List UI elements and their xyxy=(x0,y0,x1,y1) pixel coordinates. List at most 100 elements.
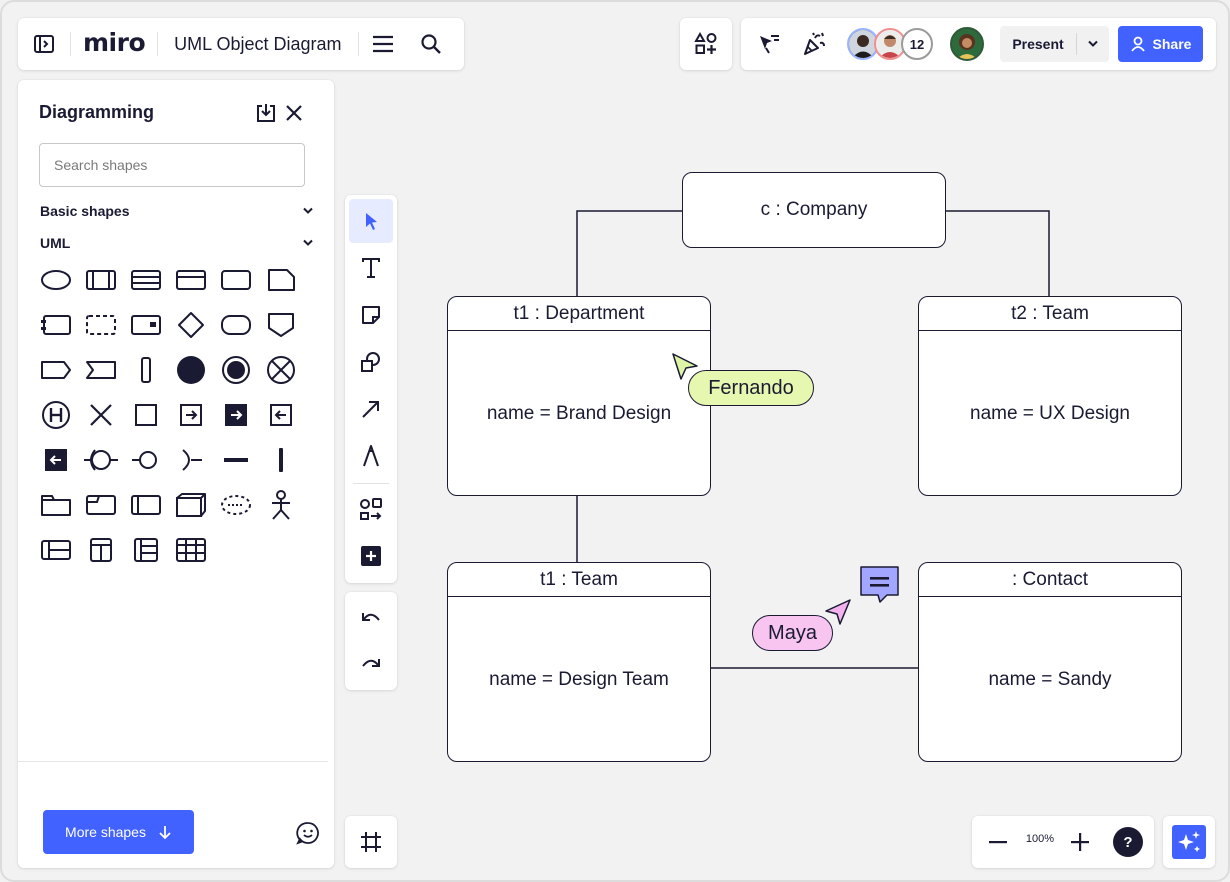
rounded-rectangle-shape-icon[interactable] xyxy=(216,305,256,345)
zoom-controls: 100% ? xyxy=(972,816,1154,868)
select-tool[interactable] xyxy=(349,199,393,243)
swimlane-vertical-shape-icon[interactable] xyxy=(81,530,121,570)
collaborator-count-badge[interactable]: 12 xyxy=(901,28,933,60)
frames-button[interactable] xyxy=(345,816,397,868)
chevron-down-icon xyxy=(302,207,314,215)
board-header: miro UML Object Diagram xyxy=(18,18,464,70)
final-node-shape-icon[interactable] xyxy=(216,350,256,390)
lollipop-shape-icon[interactable] xyxy=(126,440,166,480)
panel-close-button[interactable] xyxy=(284,103,304,123)
diagramming-tool[interactable] xyxy=(349,487,393,531)
share-button[interactable]: Share xyxy=(1118,26,1203,62)
frame-shape-icon[interactable] xyxy=(126,485,166,525)
node-3d-shape-icon[interactable] xyxy=(171,485,211,525)
component-shape-icon[interactable] xyxy=(36,305,76,345)
maya-cursor-icon xyxy=(822,597,852,627)
exit-point-shape-icon[interactable] xyxy=(261,395,301,435)
ellipse-shape-icon[interactable] xyxy=(36,260,76,300)
folder-shape-icon[interactable] xyxy=(36,485,76,525)
note-shape-icon[interactable] xyxy=(261,260,301,300)
initial-node-shape-icon[interactable] xyxy=(171,350,211,390)
section-uml[interactable]: UML xyxy=(40,235,314,251)
connection-line-tool[interactable] xyxy=(349,387,393,431)
object-attribute: name = Sandy xyxy=(988,668,1112,690)
object-header: t1 : Team xyxy=(448,563,710,597)
ai-assistant-button[interactable] xyxy=(1163,816,1215,868)
party-popper-icon xyxy=(801,31,827,57)
table-shape-icon[interactable] xyxy=(171,530,211,570)
avatar-collaborator-1[interactable] xyxy=(847,28,879,60)
required-interface-shape-icon[interactable] xyxy=(171,440,211,480)
vertical-bar-shape-icon[interactable] xyxy=(261,440,301,480)
contact-object[interactable]: : Contact name = Sandy xyxy=(918,562,1182,762)
package-shape-icon[interactable] xyxy=(81,485,121,525)
swimlane-grid-shape-icon[interactable] xyxy=(126,530,166,570)
company-label: c : Company xyxy=(760,199,868,220)
use-case-dashed-shape-icon[interactable] xyxy=(216,485,256,525)
help-button[interactable]: ? xyxy=(1113,827,1143,857)
search-button[interactable] xyxy=(407,18,455,70)
diamond-shape-icon[interactable] xyxy=(171,305,211,345)
object-shape-icon[interactable] xyxy=(171,260,211,300)
receive-signal-shape-icon[interactable] xyxy=(81,350,121,390)
filled-exit-shape-icon[interactable] xyxy=(36,440,76,480)
bar-shape-icon[interactable] xyxy=(126,350,166,390)
redo-button[interactable] xyxy=(349,642,393,686)
flow-final-shape-icon[interactable] xyxy=(261,350,301,390)
zoom-out-button[interactable] xyxy=(986,830,1010,854)
celebrate-button[interactable] xyxy=(796,26,832,62)
zoom-in-button[interactable] xyxy=(1068,830,1092,854)
comment-icon[interactable] xyxy=(858,564,902,604)
apps-button[interactable] xyxy=(680,18,732,70)
avatar-collaborator-2[interactable] xyxy=(874,28,906,60)
zoom-level[interactable]: 100% xyxy=(1025,833,1055,845)
port-shape-icon[interactable] xyxy=(126,305,166,345)
panel-dock-button[interactable] xyxy=(255,102,277,124)
send-signal-shape-icon[interactable] xyxy=(36,350,76,390)
list-class-shape-icon[interactable] xyxy=(126,260,166,300)
object-header: t2 : Team xyxy=(919,297,1181,331)
swimlane-horizontal-shape-icon[interactable] xyxy=(36,530,76,570)
team1-object[interactable]: t1 : Team name = Design Team xyxy=(447,562,711,762)
panel-title: Diagramming xyxy=(39,102,155,122)
frame-icon xyxy=(359,830,383,854)
entry-point-shape-icon[interactable] xyxy=(171,395,211,435)
collaborator-count: 12 xyxy=(909,36,925,52)
team2-object[interactable]: t2 : Team name = UX Design xyxy=(918,296,1182,496)
undo-button[interactable] xyxy=(349,596,393,640)
section-basic-shapes[interactable]: Basic shapes xyxy=(40,203,314,219)
present-options-button[interactable] xyxy=(1077,40,1109,48)
miro-logo[interactable]: miro xyxy=(70,30,159,56)
pen-tool[interactable] xyxy=(349,434,393,478)
board-title[interactable]: UML Object Diagram xyxy=(158,32,359,56)
cursor-follow-button[interactable] xyxy=(751,26,787,62)
fernando-cursor-label: Fernando xyxy=(688,370,814,406)
dashed-rectangle-shape-icon[interactable] xyxy=(81,305,121,345)
text-tool[interactable] xyxy=(349,246,393,290)
maya-cursor-label: Maya xyxy=(752,615,833,651)
sticky-note-tool[interactable] xyxy=(349,293,393,337)
sidebar-toggle-button[interactable] xyxy=(18,18,70,70)
avatar-current-user[interactable] xyxy=(950,27,984,61)
cursor-name: Maya xyxy=(768,621,817,644)
square-shape-icon[interactable] xyxy=(126,395,166,435)
destruction-shape-icon[interactable] xyxy=(81,395,121,435)
feedback-button[interactable] xyxy=(296,821,320,845)
shield-shape-icon[interactable] xyxy=(261,305,301,345)
history-shape-icon[interactable] xyxy=(36,395,76,435)
more-shapes-button[interactable]: More shapes xyxy=(43,810,194,854)
menu-button[interactable] xyxy=(359,18,407,70)
filled-entry-shape-icon[interactable] xyxy=(216,395,256,435)
department-object[interactable]: t1 : Department name = Brand Design xyxy=(447,296,711,496)
class-shape-icon[interactable] xyxy=(81,260,121,300)
company-object[interactable]: c : Company xyxy=(682,172,946,248)
cursor-icon xyxy=(757,32,781,56)
shapes-tool[interactable] xyxy=(349,340,393,384)
actor-shape-icon[interactable] xyxy=(261,485,301,525)
add-more-tools-button[interactable] xyxy=(349,534,393,578)
present-button[interactable]: Present xyxy=(1000,26,1109,62)
horizontal-bar-shape-icon[interactable] xyxy=(216,440,256,480)
rectangle-shape-icon[interactable] xyxy=(216,260,256,300)
provided-interface-shape-icon[interactable] xyxy=(81,440,121,480)
search-shapes-input[interactable] xyxy=(39,143,305,187)
